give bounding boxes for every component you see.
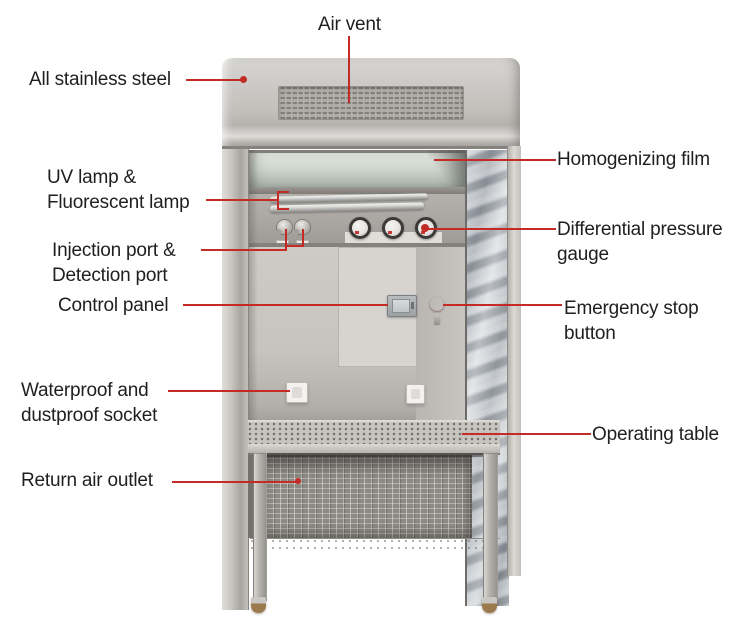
return-air-grille: [259, 453, 472, 538]
table-leg-right: [483, 453, 498, 601]
leader-uv-lamp-tick-bottom: [279, 208, 289, 210]
leader-uv-lamp-tick-top: [279, 191, 289, 193]
label-emergency-stop-button: Emergency stop button: [564, 298, 699, 344]
leader-injection-tick-b: [302, 229, 304, 247]
leader-waterproof-socket: [168, 390, 290, 392]
label-return-air-outlet: Return air outlet: [21, 470, 153, 491]
hood-corner-shadow: [428, 150, 465, 194]
injection-port: [276, 219, 293, 235]
label-waterproof-socket: Waterproof and dustproof socket: [21, 380, 158, 426]
pressure-gauge-2: [382, 217, 404, 239]
left-frame-column: [222, 149, 249, 610]
leader-differential-gauge: [426, 228, 556, 230]
leader-injection-main: [201, 249, 287, 251]
operating-table-front-edge: [248, 444, 500, 455]
leader-injection-tick-a: [285, 229, 287, 251]
leader-dot-return-air: [295, 478, 301, 484]
leader-control-panel: [183, 304, 388, 306]
under-table-shadow: [254, 453, 497, 457]
emergency-stop-button-cap: [430, 297, 444, 311]
top-panel-seam: [222, 146, 520, 149]
label-homogenizing-film: Homogenizing film: [557, 149, 710, 170]
emergency-stop-key: [434, 313, 440, 324]
label-air-vent: Air vent: [318, 14, 381, 35]
label-control-panel: Control panel: [58, 295, 169, 316]
lamp-mounting-beam: [248, 187, 465, 194]
label-injection-detection-port: Injection port & Detection port: [52, 240, 176, 286]
control-panel-display: [392, 299, 410, 313]
interior-left-shadow: [248, 150, 258, 420]
label-operating-table: Operating table: [592, 424, 719, 445]
label-all-stainless-steel: All stainless steel: [29, 69, 171, 90]
caster-right: [482, 597, 497, 613]
label-differential-pressure-gauge: Differential pressure gauge: [557, 219, 723, 265]
waterproof-socket-left: [286, 382, 308, 403]
leader-uv-lamp-main: [206, 199, 279, 201]
label-uv-fluorescent-lamp: UV lamp & Fluorescent lamp: [47, 167, 190, 213]
leader-homogenizing-film: [434, 159, 556, 161]
wall-seam: [248, 243, 465, 247]
leader-all-stainless-steel: [186, 79, 243, 81]
right-frame-edge: [507, 146, 521, 576]
leader-uv-lamp-bracket: [277, 191, 279, 210]
leader-return-air: [172, 481, 298, 483]
caster-left: [251, 597, 266, 613]
control-panel-key: [411, 302, 414, 309]
leader-air-vent: [348, 36, 350, 103]
leader-emergency-stop: [443, 304, 562, 306]
leader-operating-table: [462, 433, 591, 435]
leader-injection-connector: [285, 245, 304, 247]
leader-dot-all-stainless-steel: [240, 76, 247, 83]
pressure-gauge-1: [349, 217, 371, 239]
table-leg-left: [253, 453, 267, 601]
operating-table-top: [248, 420, 500, 446]
waterproof-socket-right: [406, 384, 425, 404]
base-frame-band: [250, 538, 500, 554]
leader-dot-differential-gauge: [421, 224, 429, 232]
air-vent-grille: [278, 86, 464, 120]
control-panel-unit: [387, 295, 417, 317]
